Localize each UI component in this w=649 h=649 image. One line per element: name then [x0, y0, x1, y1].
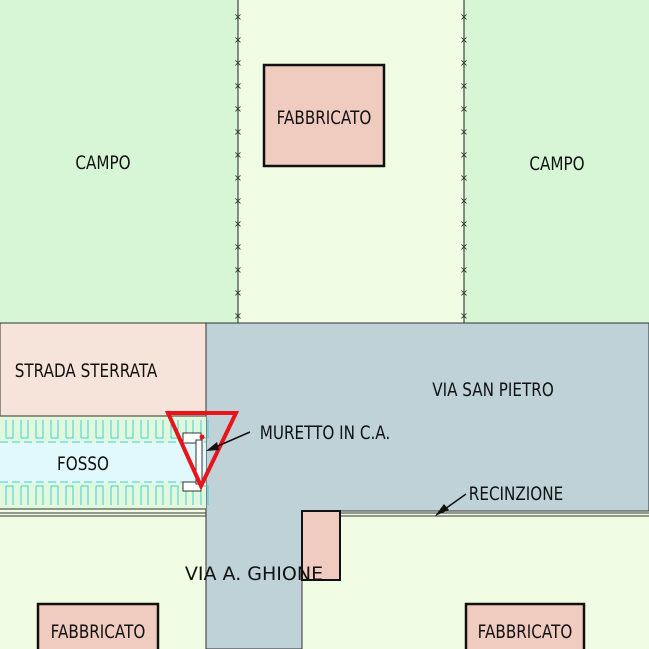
ditch-tick-mark [140, 420, 149, 439]
fence-line-right: × × × × × × × × × × × × × × [460, 0, 468, 323]
recinzione-label: RECINZIONE [469, 483, 563, 505]
fence-x-mark: × [234, 12, 242, 23]
fence-x-mark: × [234, 81, 242, 92]
ditch-tick-mark [50, 485, 59, 505]
via-ghione-label: VIA A. GHIONE [185, 563, 323, 585]
fence-x-mark: × [460, 219, 468, 230]
fence-x-mark: × [460, 127, 468, 138]
ditch-tick-mark [155, 485, 164, 505]
ditch-tick-mark [80, 420, 89, 439]
campo-right-label: CAMPO [529, 153, 584, 175]
small-building [301, 510, 341, 581]
muretto-leader-arrow [206, 431, 251, 451]
fosso-label: FOSSO [57, 453, 109, 475]
ditch-tick-mark [5, 485, 14, 505]
fence-x-mark: × [234, 104, 242, 115]
warning-dot-marker [199, 434, 205, 440]
ditch-tick-mark [110, 420, 119, 439]
muretto-label: MURETTO IN C.A. [260, 422, 390, 444]
fence-x-mark: × [460, 288, 468, 299]
fence-x-mark: × [460, 173, 468, 184]
fence-x-mark: × [234, 265, 242, 276]
strada-sterrata-area [0, 322, 207, 417]
fabbricato-bottom-left-building [36, 602, 160, 649]
fence-x-mark: × [234, 150, 242, 161]
fence-x-mark: × [460, 35, 468, 46]
ditch-bank-ticks [5, 420, 209, 505]
ditch-tick-mark [95, 420, 104, 439]
fence-x-mark: × [460, 12, 468, 23]
ditch-tick-mark [20, 485, 29, 505]
ditch-tick-mark [95, 485, 104, 505]
ditch-tick-mark [170, 485, 179, 505]
ditch-tick-mark [155, 420, 164, 439]
fence-x-mark: × [234, 242, 242, 253]
fence-line-left: × × × × × × × × × × × × × × [234, 0, 242, 323]
fence-x-mark: × [460, 81, 468, 92]
ditch-tick-mark [50, 420, 59, 439]
fence-x-mark: × [234, 127, 242, 138]
campo-left-label: CAMPO [75, 152, 130, 174]
via-san-pietro-label: VIA SAN PIETRO [432, 379, 554, 401]
campo-right-area [464, 0, 649, 323]
campo-left-area [0, 0, 238, 323]
fabbricato-bottom-right-building [464, 602, 586, 649]
strada-sterrata-label: STRADA STERRATA [15, 360, 158, 382]
fabbricato-bottom-right-label: FABBRICATO [478, 621, 573, 643]
fosso-ditch [0, 415, 209, 510]
fabbricato-top-label: FABBRICATO [277, 107, 372, 129]
fence-x-mark: × [460, 58, 468, 69]
ditch-tick-mark [125, 420, 134, 439]
recinzione-leader-arrow [435, 493, 467, 516]
ditch-tick-mark [65, 420, 74, 439]
fence-x-mark: × [460, 242, 468, 253]
fence-x-mark: × [234, 58, 242, 69]
fence-x-mark: × [460, 196, 468, 207]
fence-x-mark: × [460, 104, 468, 115]
ditch-tick-mark [110, 485, 119, 505]
ditch-water [0, 442, 206, 482]
fabbricato-top-building [262, 63, 386, 168]
fence-x-mark: × [234, 35, 242, 46]
fence-x-mark: × [234, 196, 242, 207]
muretto-wall [182, 432, 203, 492]
fence-x-mark: × [234, 288, 242, 299]
fabbricato-bottom-left-label: FABBRICATO [51, 621, 146, 643]
fence-x-mark: × [460, 311, 468, 322]
fence-x-mark: × [460, 265, 468, 276]
ditch-tick-mark [35, 420, 44, 439]
fence-x-mark: × [234, 219, 242, 230]
ditch-tick-mark [140, 485, 149, 505]
ditch-tick-mark [20, 420, 29, 439]
ditch-tick-mark [5, 420, 14, 439]
fence-x-mark: × [234, 173, 242, 184]
fence-x-mark: × [460, 150, 468, 161]
ditch-tick-mark [65, 485, 74, 505]
ditch-tick-mark [35, 485, 44, 505]
fence-x-mark: × [234, 311, 242, 322]
ditch-tick-mark [125, 485, 134, 505]
ditch-tick-mark [80, 485, 89, 505]
